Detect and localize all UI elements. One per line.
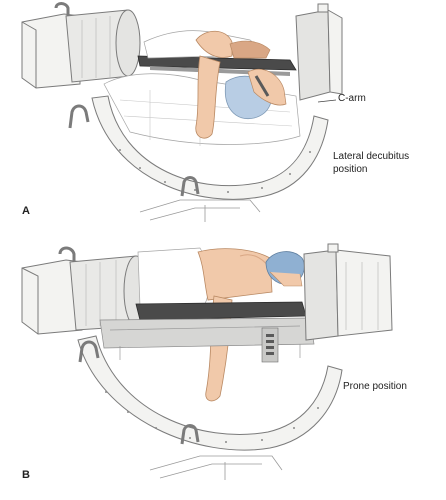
panel-a-letter: A	[22, 205, 30, 217]
lateral-decubitus-label-line-2: position	[333, 164, 368, 175]
panel-a-c-arm	[91, 95, 329, 200]
panel-b-handle-left	[78, 340, 100, 363]
panel-a-handle-left	[68, 104, 90, 129]
panel-b-table-frame	[99, 317, 315, 349]
panel-a-floor-base	[139, 199, 261, 222]
panel-b-handle-bottom	[180, 424, 200, 445]
c-arm-label: C-arm	[338, 93, 366, 104]
panel-b-table	[135, 301, 307, 321]
panel-b-letter: B	[22, 469, 30, 481]
panel-b-control-buttons	[266, 334, 274, 355]
panel-a-illustration	[21, 2, 343, 222]
panel-a-patient	[143, 30, 287, 139]
panel-a-handle-bottom	[180, 176, 200, 197]
panel-b-detector	[303, 243, 393, 341]
panel-a-c-arm-leader	[317, 99, 337, 103]
panel-a-detector	[295, 3, 343, 101]
panel-a-x-ray-source	[21, 2, 141, 89]
panel-b-c-arm-rivets	[105, 391, 319, 443]
panel-b-x-ray-source	[21, 246, 149, 335]
panel-a-c-arm-rivets	[119, 149, 311, 193]
panel-b-c-arm	[77, 335, 343, 451]
panel-b-drape	[137, 247, 210, 307]
lateral-decubitus-label-line-1: Lateral decubitus	[333, 151, 410, 162]
prone-position-label: Prone position	[343, 381, 407, 392]
panel-b-illustration	[21, 243, 393, 480]
panel-b-control-panel	[261, 327, 279, 363]
panel-b-floor-base	[149, 455, 283, 480]
